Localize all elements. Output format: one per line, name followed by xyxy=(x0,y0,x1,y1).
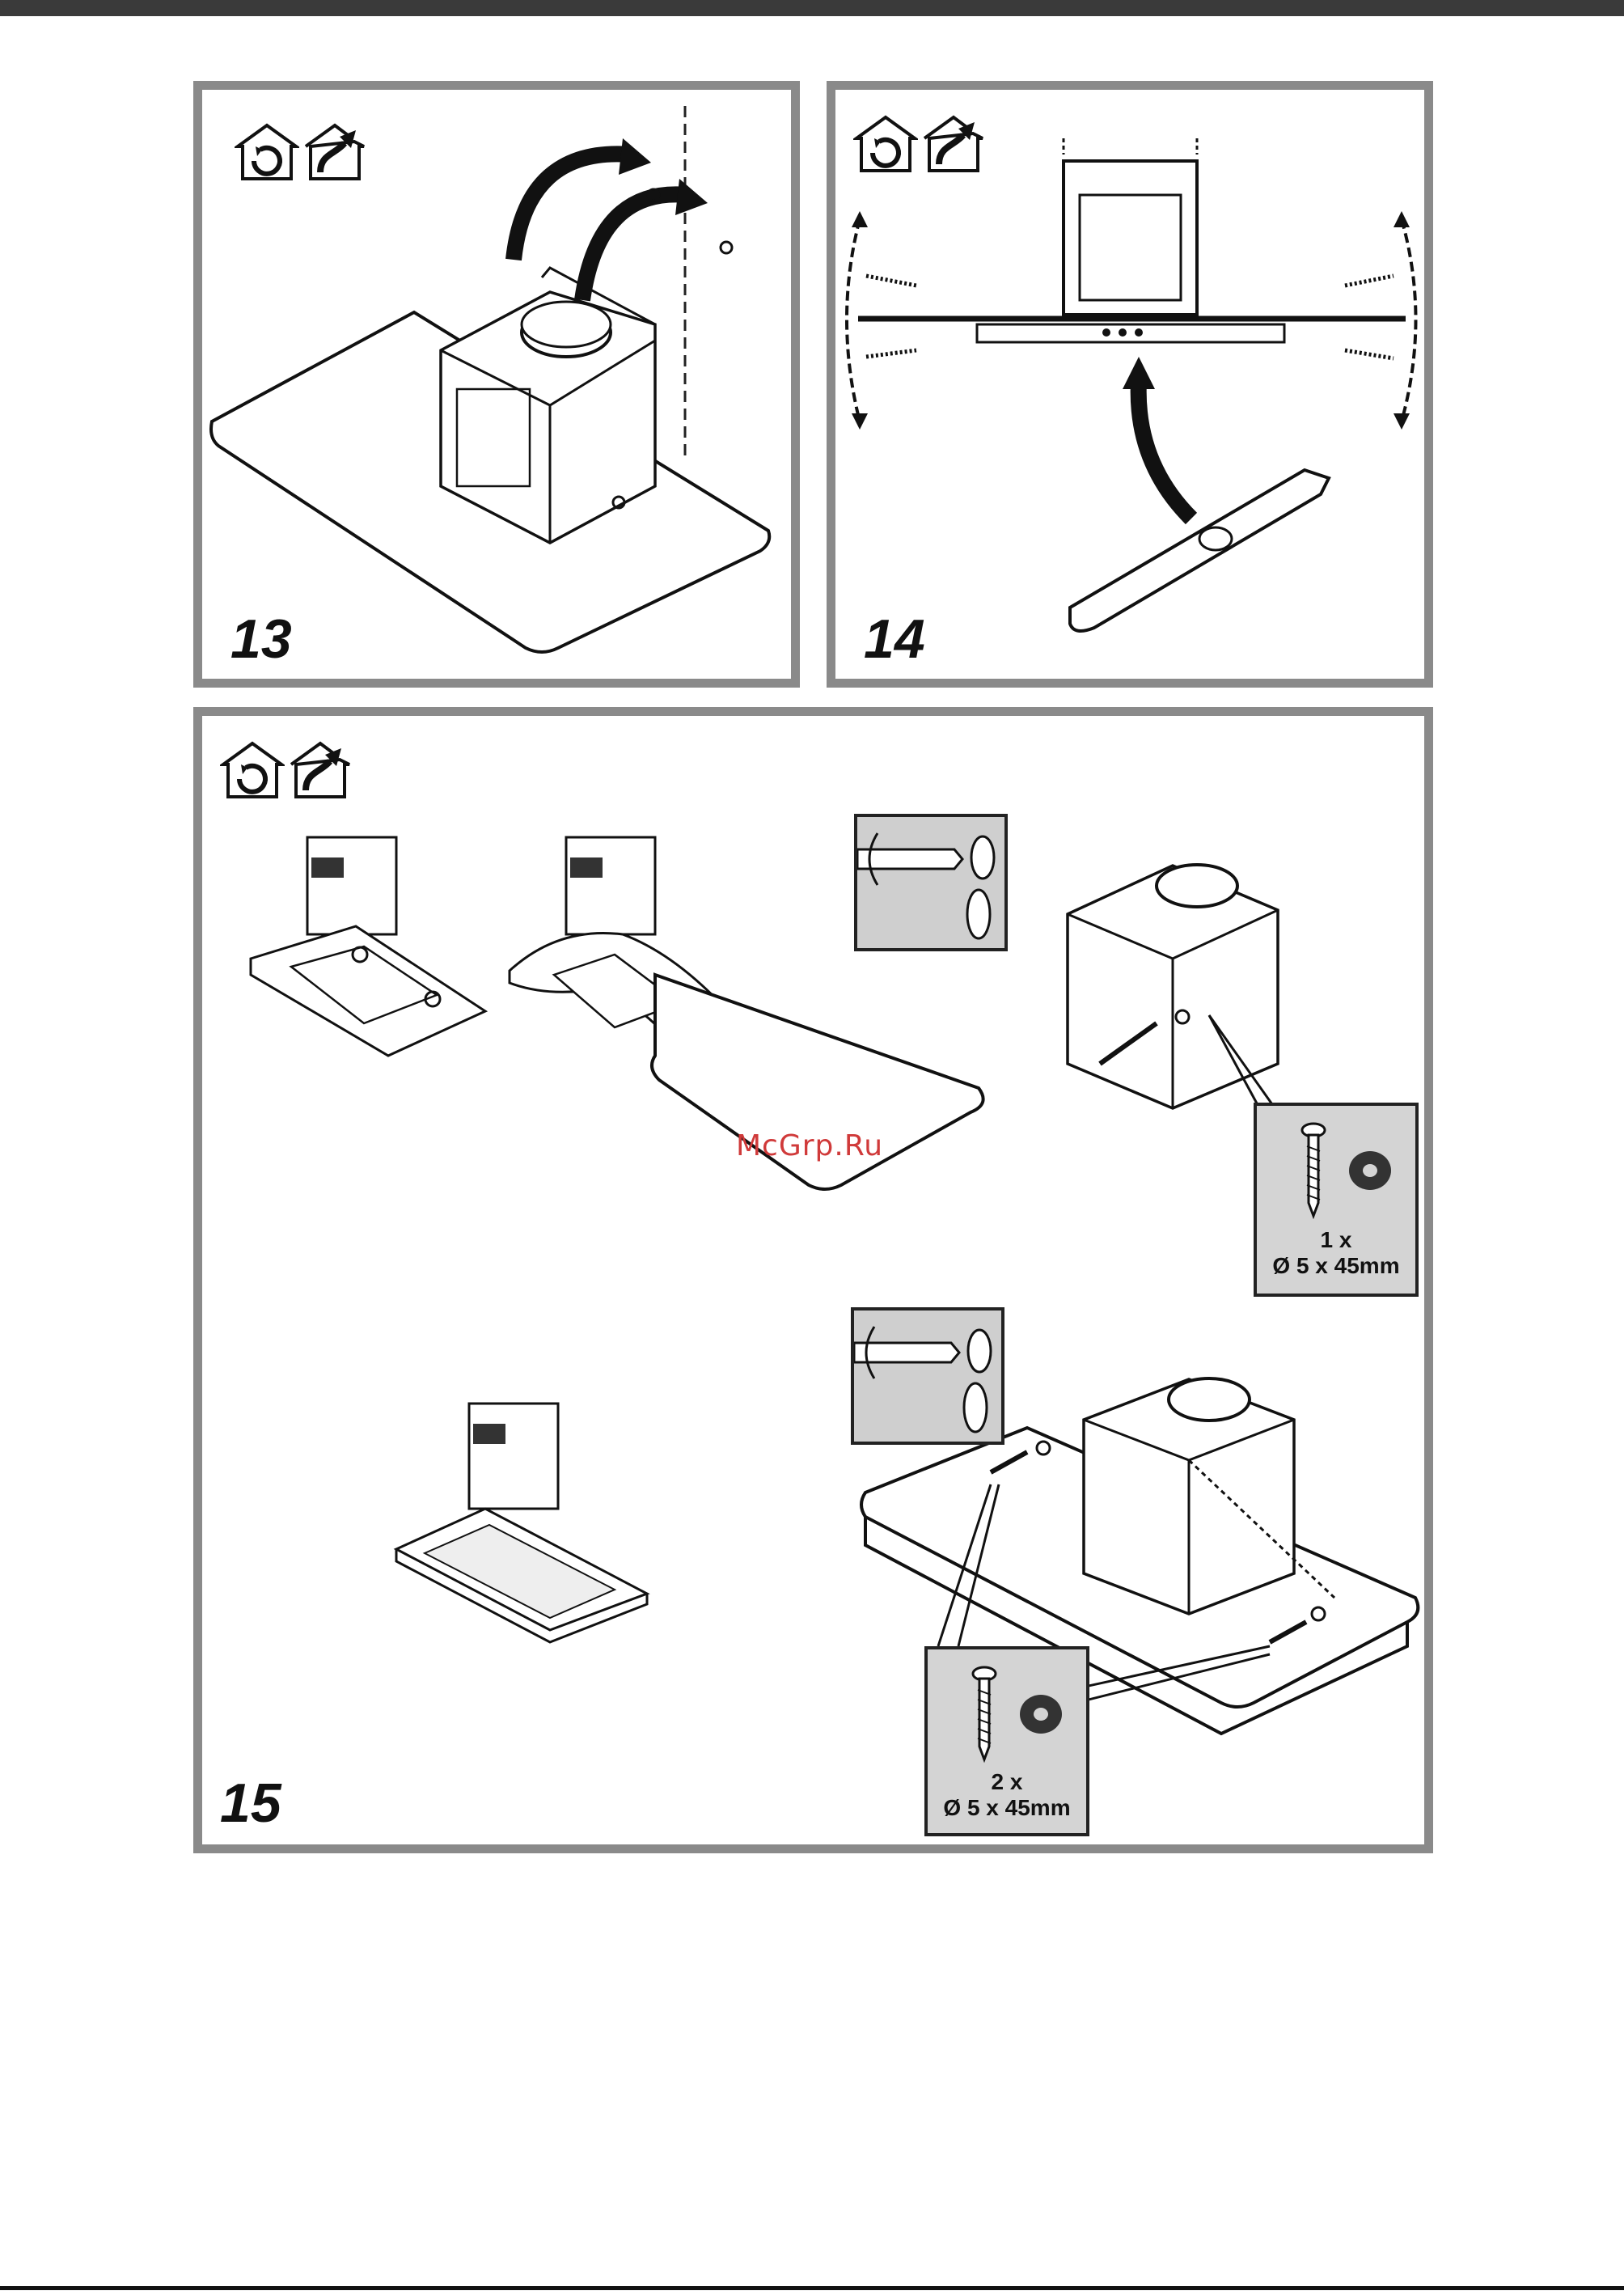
screw-icon xyxy=(928,1649,1086,1771)
screwdriver-detail-callout xyxy=(854,814,1008,951)
screwdriver-detail-callout xyxy=(851,1307,1004,1445)
screw-size: Ø 5 x 45mm xyxy=(928,1795,1086,1821)
step-15-illustrations xyxy=(202,716,1424,1844)
hood-model-flat-glass xyxy=(251,837,485,1056)
glass-canopy-front-illustration xyxy=(835,90,1424,679)
step-13-panel: 13 xyxy=(193,81,800,688)
screw-size: Ø 5 x 45mm xyxy=(1257,1253,1415,1279)
step-15-panel: 1 x Ø 5 x 45mm 2 x Ø 5 x 45mm 15 xyxy=(193,707,1433,1853)
step-number: 14 xyxy=(864,612,925,667)
step-number: 15 xyxy=(220,1776,281,1831)
step-number: 13 xyxy=(230,612,292,667)
screwdriver-icon xyxy=(857,817,1004,948)
screw-spec-double: 2 x Ø 5 x 45mm xyxy=(924,1646,1089,1836)
screw-icon xyxy=(1257,1106,1415,1227)
hood-model-box xyxy=(396,1404,647,1642)
top-bar xyxy=(0,0,1624,16)
screw-quantity: 1 x xyxy=(1257,1227,1415,1253)
bottom-line xyxy=(0,2286,1624,2290)
hood-wall-mount-illustration xyxy=(202,90,791,679)
screw-quantity: 2 x xyxy=(928,1769,1086,1795)
screw-spec-single: 1 x Ø 5 x 45mm xyxy=(1254,1103,1419,1297)
watermark: McGrp.Ru xyxy=(736,1129,883,1162)
screwdriver-icon xyxy=(854,1311,1001,1442)
step-14-panel: 14 xyxy=(827,81,1433,688)
